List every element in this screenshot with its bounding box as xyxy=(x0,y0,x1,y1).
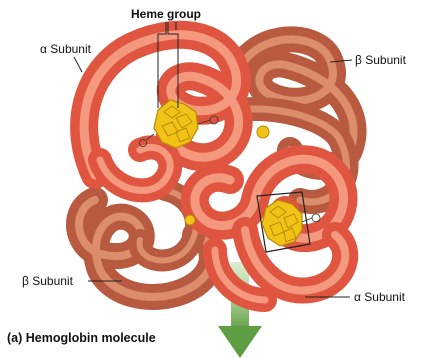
alpha-subunit-bottom-label: α Subunit xyxy=(354,290,405,304)
heme-group-label: Heme group xyxy=(131,7,201,21)
alpha-subunit-top-label: α Subunit xyxy=(40,42,91,56)
caption-text: Hemoglobin molecule xyxy=(26,331,156,345)
beta-subunit-bottom-label: β Subunit xyxy=(22,274,73,288)
caption-part-label: (a) xyxy=(7,331,22,345)
figure-caption: (a) Hemoglobin molecule xyxy=(7,331,156,345)
beta-subunit-top-label: β Subunit xyxy=(355,53,406,67)
